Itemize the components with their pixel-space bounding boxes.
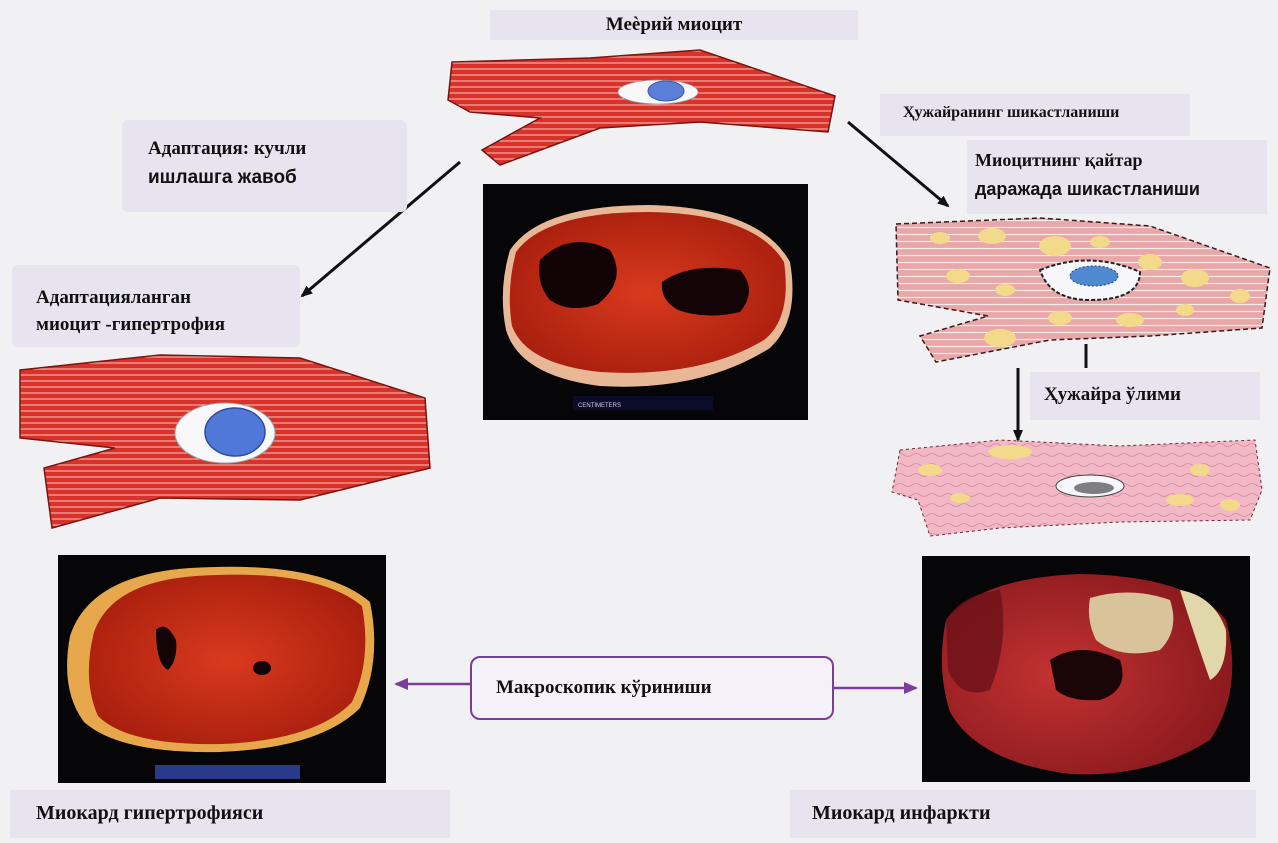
normal-myocyte-illustration — [448, 50, 835, 165]
dead-cell-illustration — [892, 440, 1262, 536]
hypertrophy-caption: Миокард гипертрофияси — [10, 790, 450, 838]
reversible-injury-label: Миоцитнинг қайтар даражада шикастланиши — [967, 140, 1267, 214]
normal-myocyte-text: Меѐрий миоцит — [606, 14, 742, 35]
hypertrophy-heart-photo — [58, 555, 386, 783]
cell-death-text: Ҳужайра ўлими — [1044, 384, 1181, 405]
macroscopic-view-box: Макроскопик кўриниши — [470, 656, 834, 720]
reversible-text-line1: Миоцитнинг қайтар — [975, 146, 1267, 175]
infarction-caption-text: Миокард инфаркти — [812, 802, 990, 824]
adapted-text-line1: Адаптацияланган — [36, 284, 300, 311]
adapted-myocyte-label: Адаптацияланган миоцит -гипертрофия — [12, 265, 300, 347]
infarction-caption: Миокард инфаркти — [790, 790, 1256, 838]
svg-text:CENTIMETERS: CENTIMETERS — [578, 403, 621, 409]
cell-death-label: Ҳужайра ўлими — [1030, 372, 1260, 420]
normal-heart-photo: CENTIMETERS — [483, 184, 808, 420]
cell-injury-label: Ҳужайранинг шикастланиши — [880, 94, 1190, 136]
macroscopic-view-text: Макроскопик кўриниши — [496, 677, 712, 698]
adaptation-text-line2: ишлашга жавоб — [148, 163, 407, 192]
hypertrophied-myocyte-illustration — [20, 355, 430, 528]
cell-injury-text: Ҳужайранинг шикастланиши — [903, 104, 1119, 121]
infarct-heart-photo — [922, 556, 1250, 782]
hypertrophy-caption-text: Миокард гипертрофияси — [36, 802, 263, 824]
normal-myocyte-label: Меѐрий миоцит — [490, 10, 858, 40]
adaptation-text-line1: Адаптация: кучли — [148, 134, 407, 163]
reversible-text-line2: даражада шикастланиши — [975, 175, 1267, 204]
injured-myocyte-illustration — [896, 218, 1270, 362]
adapted-text-line2: миоцит -гипертрофия — [36, 311, 300, 338]
adaptation-label: Адаптация: кучли ишлашга жавоб — [122, 120, 407, 212]
